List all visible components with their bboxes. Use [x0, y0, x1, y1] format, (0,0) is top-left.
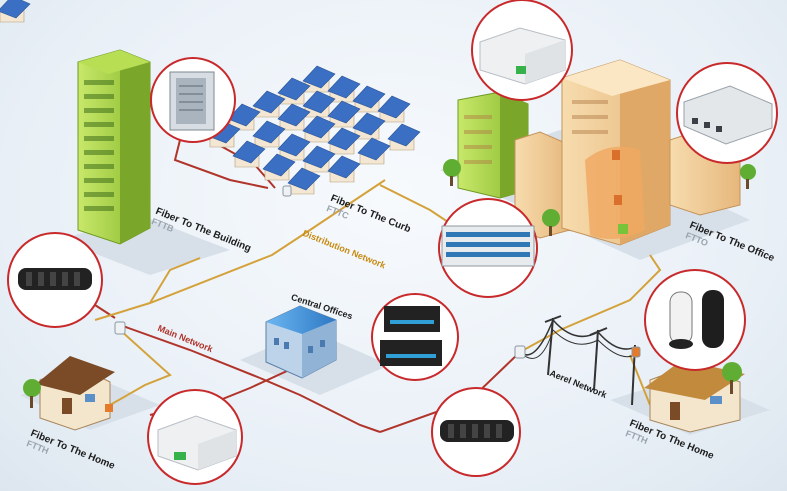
callout-terminal-box	[676, 62, 778, 164]
fiber-closure-icon	[18, 268, 92, 290]
callout-patch-panel	[438, 198, 538, 298]
callout-wall-box-top	[471, 0, 573, 101]
central-office-building	[265, 305, 337, 379]
fttb-tower	[77, 49, 151, 245]
callout-aerial-closure	[644, 269, 746, 371]
fiber-closure-icon	[440, 420, 514, 442]
callout-cabinet	[150, 57, 236, 143]
callout-wall-box-bottom	[147, 389, 243, 485]
patch-panel-icon	[441, 225, 535, 267]
wall-box-icon	[479, 27, 566, 85]
splitter-nodes	[114, 185, 641, 359]
callout-closure-bottom	[431, 387, 521, 477]
terminal-box-icon	[683, 85, 773, 145]
trees	[443, 159, 756, 236]
home-right	[644, 360, 745, 433]
fttc-houses	[0, 0, 421, 195]
callout-closure-left	[7, 232, 103, 328]
ftto-buildings	[457, 59, 741, 246]
wall-box-icon	[157, 415, 237, 471]
odf-rack-icon	[380, 306, 442, 366]
aerial-poles	[519, 315, 636, 406]
aerial-closure-icon	[669, 290, 724, 349]
home-left	[23, 356, 115, 431]
outdoor-cabinet-icon	[169, 71, 215, 131]
callout-odf-rack	[371, 293, 459, 381]
